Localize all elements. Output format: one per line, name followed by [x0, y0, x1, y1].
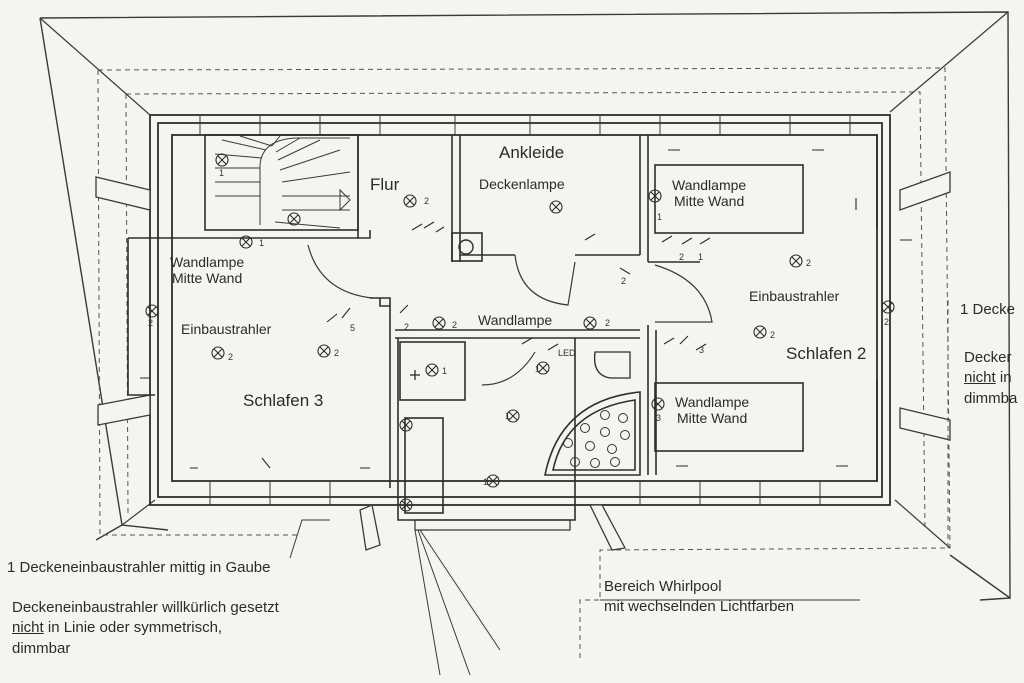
symbol-number: 1 — [259, 238, 265, 248]
symbol-number: 3 — [656, 413, 662, 423]
symbol-number: 2 — [404, 322, 410, 332]
fixture-label-led: LED — [558, 348, 576, 358]
whirlpool — [544, 391, 641, 476]
room-label-flur: Flur — [370, 175, 400, 194]
symbol-number: 2 — [679, 252, 685, 262]
fixture-line-2: Mitte Wand — [171, 270, 243, 287]
fixture-line-1: Wandlampe — [675, 394, 750, 410]
room-label-ankleide: Ankleide — [499, 143, 565, 162]
note-line-2: mit wechselnden Lichtfarben — [604, 598, 795, 616]
symbol-number: 2 — [424, 196, 430, 206]
symbol-number: 1 — [657, 212, 663, 222]
note-text: in — [995, 369, 1012, 387]
dormer-beams — [95, 171, 951, 551]
note-gaube-spot: 1 Deckeneinbaustrahler mittig in Gaube — [7, 559, 271, 576]
roof-outline — [39, 11, 1011, 601]
symbol-number: 1 — [219, 168, 225, 178]
fixture-label-deckenlampe: Deckenlampe — [479, 176, 565, 192]
whirlpool-lights — [563, 410, 630, 468]
room-label-schlafen3: Schlafen 3 — [243, 391, 324, 410]
sanitary — [410, 351, 631, 380]
note-line-1: Bereich Whirlpool — [604, 578, 722, 595]
note-emphasis: nicht — [12, 619, 44, 637]
note-line-3: dimmba — [964, 389, 1018, 407]
symbol-number: 2 — [605, 318, 611, 328]
note-line-2: nicht in Linie oder symmetrisch, — [12, 618, 279, 638]
symbol-number: 2 — [621, 276, 627, 286]
note-right-1: 1 Decke — [960, 301, 1016, 318]
fixture-label-s3-spots: Einbaustrahler — [181, 321, 272, 337]
room-label-schlafen2: Schlafen 2 — [786, 344, 867, 363]
note-line-1: Deckeneinbaustrahler willkürlich gesetzt — [12, 599, 279, 616]
fixture-label-hall-wall-lamp: Wandlampe — [478, 312, 553, 328]
fixture-line-1: Wandlampe — [672, 177, 747, 193]
fixture-label-s2-wall-lamp-bottom: Wandlampe Mitte Wand — [675, 394, 749, 426]
fixture-label-s3-wall-lamp: Wandlampe Mitte Wand — [170, 254, 244, 286]
symbol-number: 2 — [228, 352, 234, 362]
symbol-number: 2 — [770, 330, 776, 340]
note-line-3: dimmbar — [12, 639, 71, 657]
note-line-1: Decker — [964, 349, 1012, 366]
symbol-number: 1 — [442, 366, 448, 376]
door-swings — [307, 244, 713, 386]
leader-lines — [289, 519, 860, 676]
note-whirlpool: Bereich Whirlpool mit wechselnden Lichtf… — [604, 577, 794, 618]
symbol-number: 2 — [452, 320, 458, 330]
dashed-overhang — [97, 67, 951, 660]
note-line-2: nicht in — [964, 368, 1017, 388]
symbol-number: 1 — [535, 364, 541, 374]
lamp-symbols — [145, 153, 895, 512]
fixture-line-2: Mitte Wand — [676, 410, 748, 427]
fixture-label-s2-wall-lamp-top: Wandlampe Mitte Wand — [672, 177, 746, 209]
symbol-number: 2 — [148, 318, 154, 328]
note-emphasis: nicht — [964, 369, 996, 387]
switch-symbols — [140, 149, 912, 469]
symbol-number: 2 — [884, 317, 890, 327]
symbol-number: 3 — [699, 345, 705, 355]
symbol-number: 5 — [350, 323, 356, 333]
note-text: in Linie oder symmetrisch, — [43, 619, 223, 637]
exterior-walls — [149, 114, 891, 506]
note-random-spots: Deckeneinbaustrahler willkürlich gesetzt… — [12, 598, 279, 659]
fixture-line-2: Mitte Wand — [673, 193, 745, 210]
wall-segments — [199, 115, 851, 505]
fixture-label-s2-spots: Einbaustrahler — [749, 288, 840, 304]
symbol-number: 2 — [334, 348, 340, 358]
symbol-number: 1 — [483, 477, 489, 487]
staircase — [214, 135, 351, 229]
note-right-2: Decker nicht in dimmba — [964, 348, 1017, 409]
fixture-line-1: Wandlampe — [170, 254, 245, 270]
symbol-number: 1 — [698, 252, 704, 262]
symbol-number: 2 — [806, 258, 812, 268]
symbol-number: 1 — [505, 411, 511, 421]
window-bar — [414, 519, 571, 531]
